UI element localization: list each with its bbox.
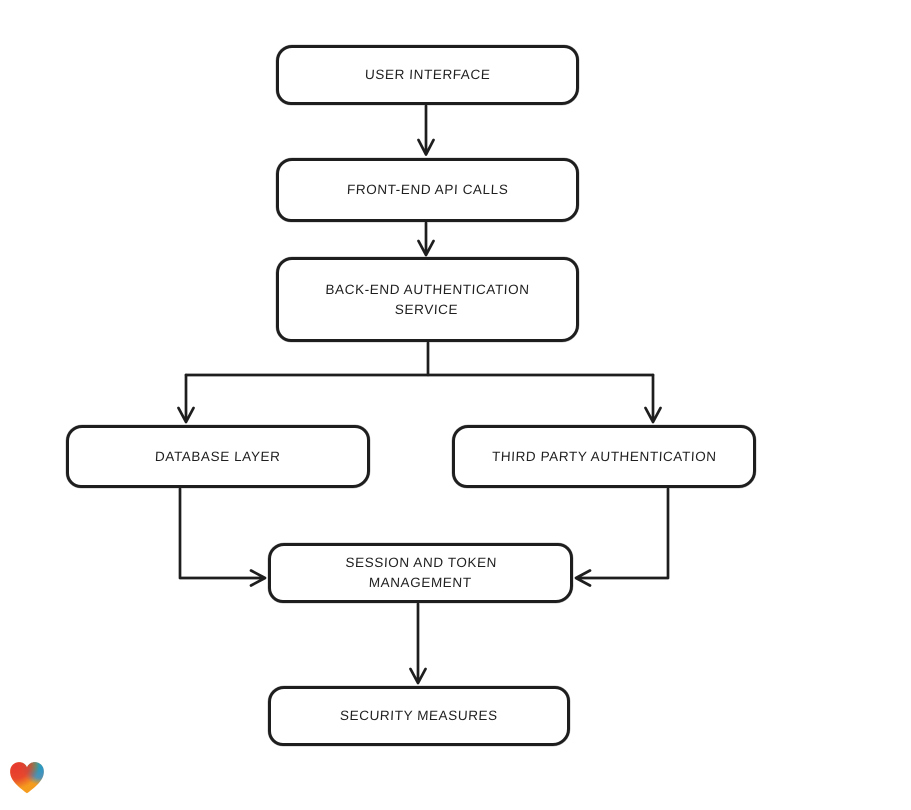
gradient-heart-icon (10, 762, 44, 794)
edge-back-end-branch (177, 341, 662, 424)
node-security-measures: SECURITY MEASURES (268, 686, 570, 746)
node-label: SECURITY MEASURES (339, 708, 499, 724)
node-session-and-token-management: SESSION AND TOKEN MANAGEMENT (268, 543, 573, 603)
node-back-end-authentication-service: BACK-END AUTHENTICATION SERVICE (276, 257, 579, 342)
edge-user-interface-to-front-end (417, 104, 435, 156)
node-label: FRONT-END API CALLS (346, 182, 509, 198)
edge-third-party-to-session (574, 487, 670, 587)
edge-session-to-security (409, 602, 427, 685)
node-label: DATABASE LAYER (154, 448, 282, 464)
node-user-interface: USER INTERFACE (276, 45, 579, 105)
node-label: USER INTERFACE (364, 67, 491, 83)
node-label: SESSION AND TOKEN MANAGEMENT (344, 555, 498, 590)
edge-front-end-to-back-end (417, 221, 435, 257)
node-label: THIRD PARTY AUTHENTICATION (491, 448, 717, 464)
node-label: BACK-END AUTHENTICATION SERVICE (325, 281, 531, 317)
node-front-end-api-calls: FRONT-END API CALLS (276, 158, 579, 222)
gradient-heart-logo-badge[interactable] (8, 760, 46, 796)
edge-database-to-session (178, 487, 267, 587)
node-third-party-authentication: THIRD PARTY AUTHENTICATION (452, 425, 756, 488)
node-database-layer: DATABASE LAYER (66, 425, 370, 488)
